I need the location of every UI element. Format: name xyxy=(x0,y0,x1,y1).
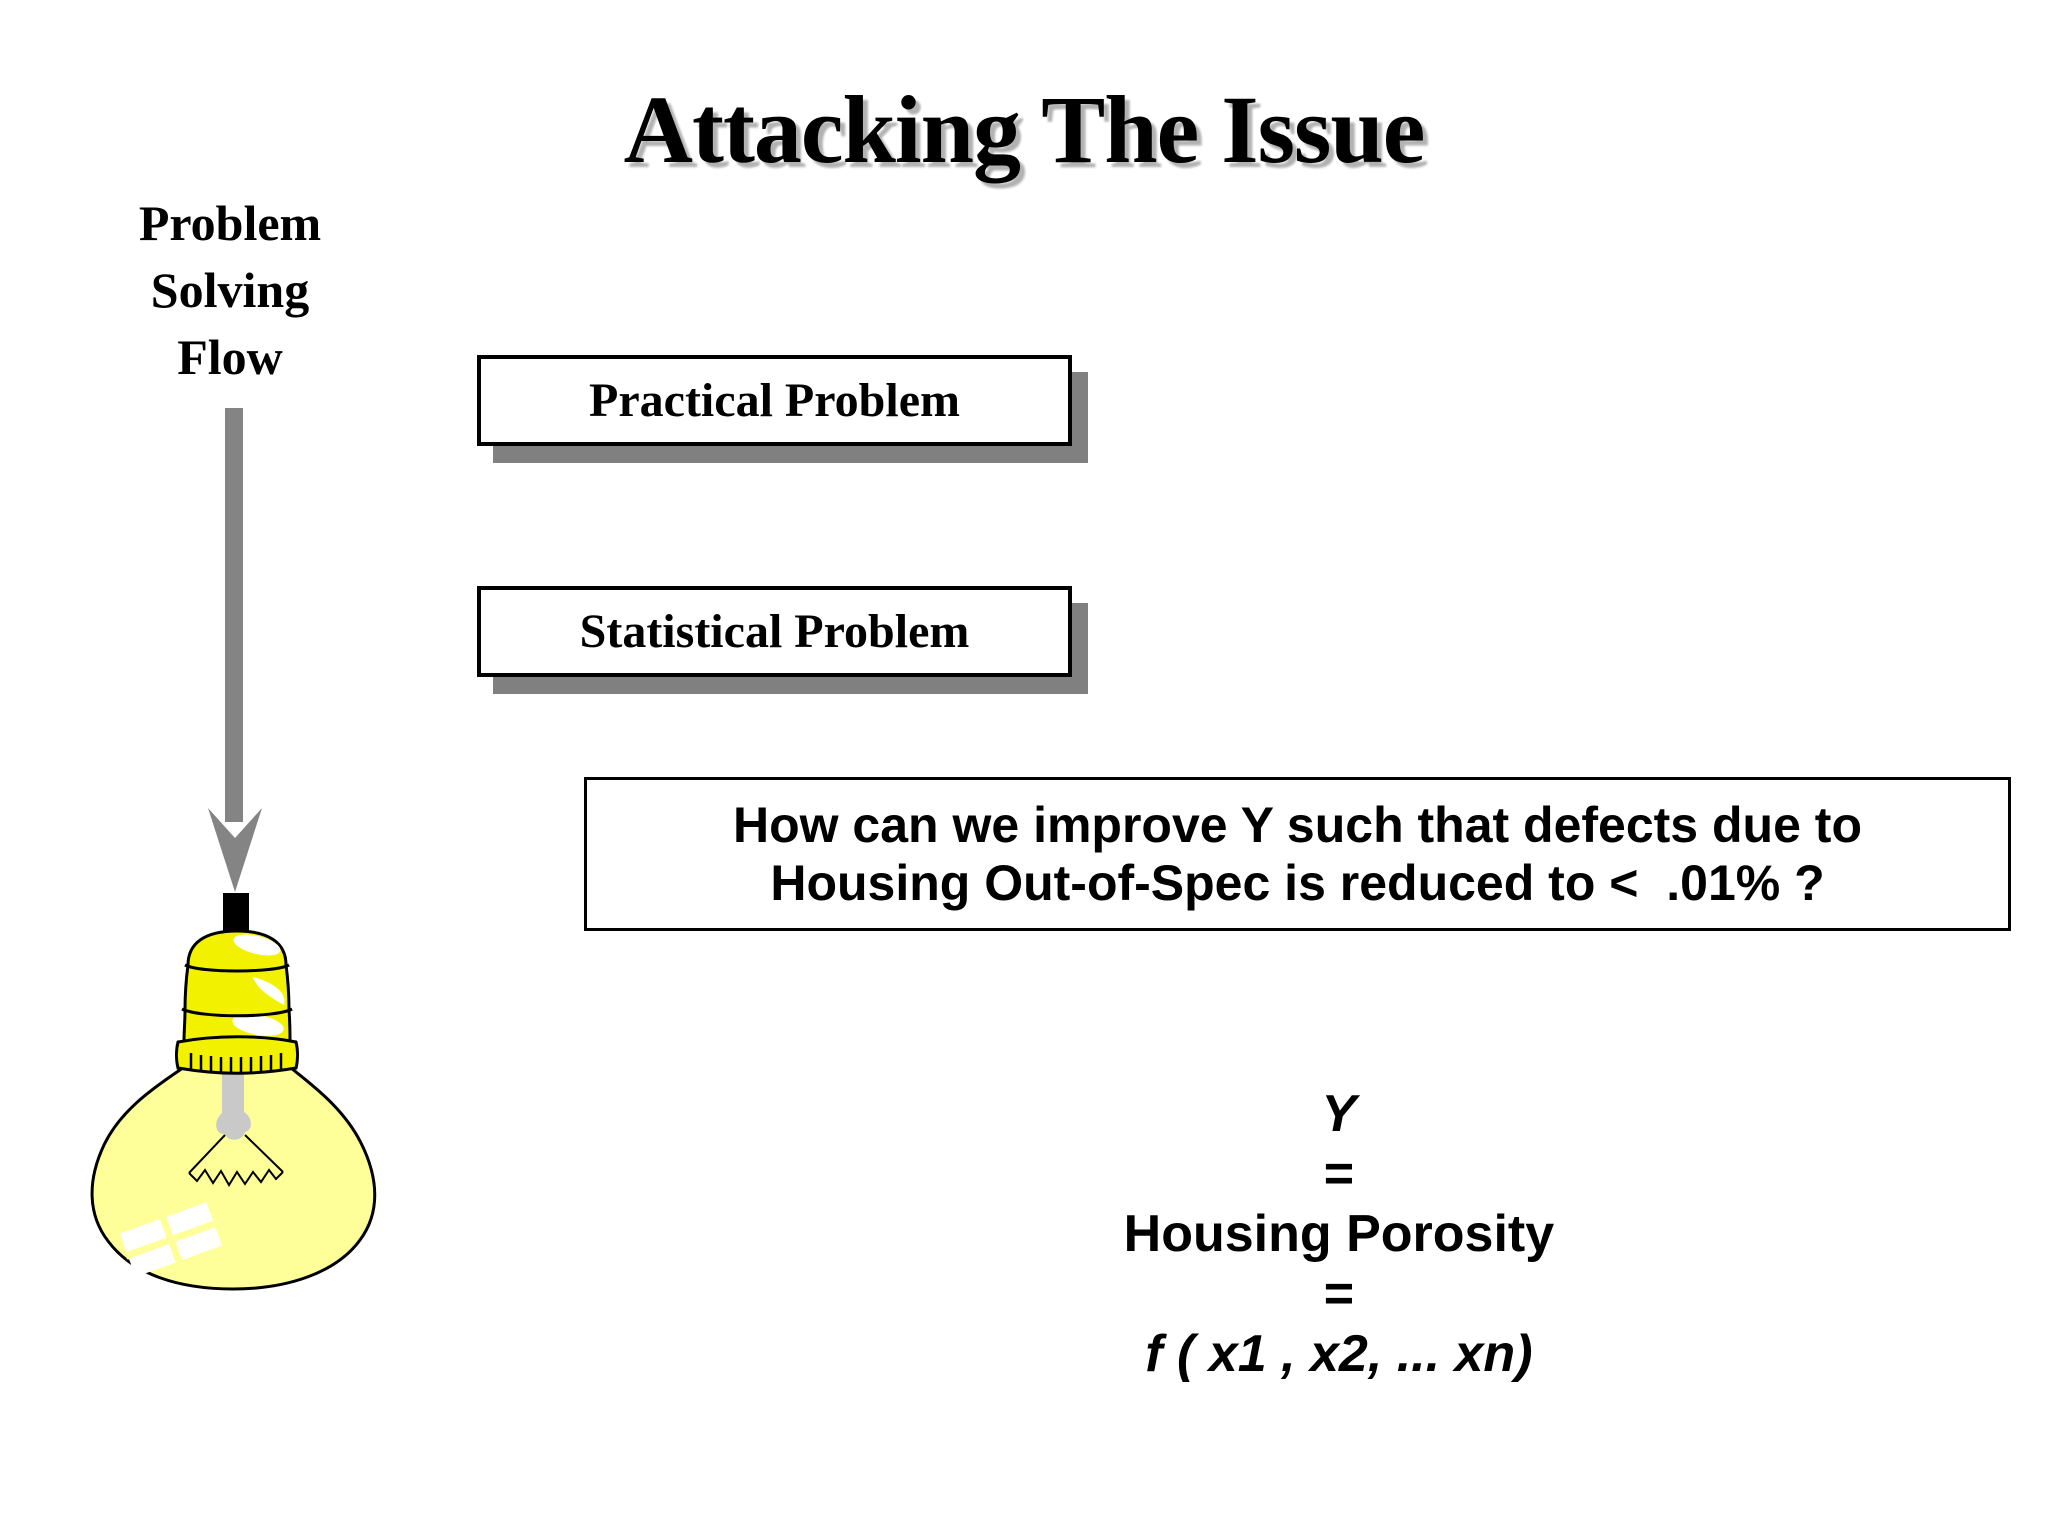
formula-y: Y xyxy=(1321,1085,1357,1143)
bulb-filament xyxy=(188,1134,284,1187)
down-arrow-shaft xyxy=(225,408,243,822)
formula-equals-1: = xyxy=(1323,1145,1355,1203)
formula-equals-2: = xyxy=(1323,1265,1355,1323)
formula-fx: f ( x1 , x2, ... xn) xyxy=(1145,1325,1533,1383)
slide-title: Attacking The Issue xyxy=(623,76,1426,183)
flow-label-line: Problem xyxy=(138,195,322,251)
formula: Y = Housing Porosity = f ( x1 , x2, ... … xyxy=(580,1024,2040,1444)
bulb-contact xyxy=(223,893,249,931)
question-line-2: Housing Out-of-Spec is reduced to < .01%… xyxy=(770,855,1825,911)
statistical-problem-box: Statistical Problem xyxy=(477,586,1072,677)
formula-middle: Housing Porosity xyxy=(1123,1205,1555,1263)
flow-label-line: Flow xyxy=(177,329,283,385)
down-arrow-icon xyxy=(208,808,262,892)
bulb-screw-ribs xyxy=(189,1053,283,1073)
lightbulb-icon xyxy=(90,893,377,1291)
practical-problem-box: Practical Problem xyxy=(477,355,1072,446)
question-box: How can we improve Y such that defects d… xyxy=(584,777,2011,931)
problem-solving-flow-label: Problem Solving Flow xyxy=(60,190,400,391)
statistical-problem-label: Statistical Problem xyxy=(579,605,970,658)
bulb-screw-band xyxy=(175,1035,299,1075)
flow-label-line: Solving xyxy=(150,262,310,318)
bulb-stem xyxy=(216,1067,251,1140)
practical-problem-label: Practical Problem xyxy=(589,374,960,427)
question-line-1: How can we improve Y such that defects d… xyxy=(733,797,1862,853)
